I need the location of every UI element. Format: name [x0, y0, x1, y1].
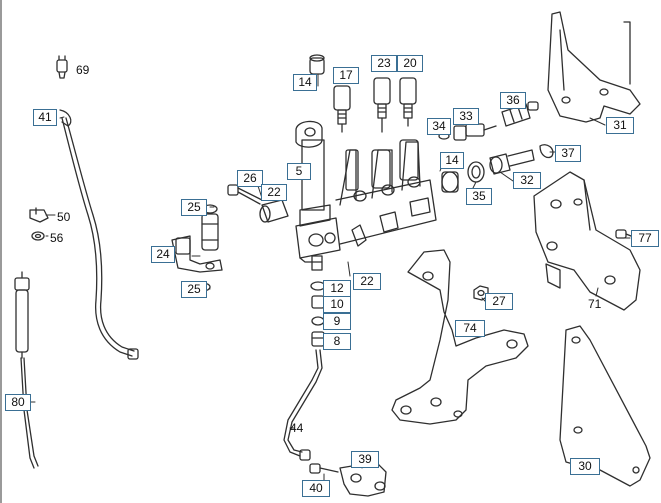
callout-14-top[interactable]: 14: [293, 74, 317, 91]
callout-5[interactable]: 5: [287, 163, 311, 180]
callout-22-upper[interactable]: 22: [261, 184, 287, 201]
callout-26[interactable]: 26: [237, 170, 263, 187]
callout-80[interactable]: 80: [5, 394, 31, 411]
part-40-screw: [309, 463, 339, 474]
part-50-clip: [29, 207, 49, 223]
part-44-line: [283, 349, 323, 461]
part-37-clip: [539, 144, 554, 159]
callout-10[interactable]: 10: [323, 296, 351, 313]
part-30-plate: [559, 325, 651, 487]
callout-20[interactable]: 20: [397, 55, 423, 72]
part-23-sensor: [373, 77, 391, 133]
part-35-washer: [467, 161, 485, 183]
part-33-fitting: [453, 123, 497, 141]
part-17-sensor: [333, 85, 351, 133]
callout-39[interactable]: 39: [351, 451, 379, 468]
part-71-bracket: [533, 171, 641, 311]
part-24-filter: [171, 213, 223, 273]
left-border: [0, 0, 2, 503]
part-26-bolt: [227, 184, 263, 205]
callout-71[interactable]: 71: [588, 297, 602, 311]
callout-25-upper[interactable]: 25: [181, 199, 207, 216]
callout-36[interactable]: 36: [500, 92, 526, 109]
callout-37[interactable]: 37: [555, 145, 581, 162]
callout-35[interactable]: 35: [466, 188, 492, 205]
part-5-valve-block: [295, 120, 437, 271]
callout-69[interactable]: 69: [76, 63, 90, 77]
callout-31[interactable]: 31: [606, 117, 634, 134]
part-41-pipe: [59, 109, 139, 360]
callout-22-lower[interactable]: 22: [353, 273, 381, 290]
callout-41[interactable]: 41: [33, 109, 57, 126]
callout-56[interactable]: 56: [50, 231, 64, 245]
part-56-grommet: [31, 231, 45, 241]
callout-9[interactable]: 9: [323, 313, 351, 330]
callout-32[interactable]: 32: [513, 172, 541, 189]
part-20-sensor: [399, 77, 417, 127]
callout-50[interactable]: 50: [57, 210, 71, 224]
callout-34[interactable]: 34: [427, 118, 451, 135]
callout-12[interactable]: 12: [323, 280, 351, 297]
part-31-bracket: [547, 11, 641, 123]
part-22-bushing: [259, 199, 289, 223]
callout-30[interactable]: 30: [570, 458, 600, 475]
callout-33[interactable]: 33: [453, 108, 479, 125]
part-74-bracket: [391, 249, 529, 425]
part-14-cap: [309, 54, 325, 75]
callout-77[interactable]: 77: [631, 230, 659, 247]
callout-27[interactable]: 27: [485, 293, 513, 310]
part-80-strut: [14, 271, 39, 469]
part-32-union: [489, 149, 535, 175]
callout-40[interactable]: 40: [302, 480, 330, 497]
callout-14-right[interactable]: 14: [440, 152, 464, 169]
callout-24[interactable]: 24: [151, 246, 175, 263]
callout-23[interactable]: 23: [371, 55, 397, 72]
callout-8[interactable]: 8: [323, 333, 351, 350]
callout-17[interactable]: 17: [333, 67, 359, 84]
part-69-plug: [56, 55, 68, 79]
callout-44[interactable]: 44: [290, 421, 304, 435]
part-14-fitting: [441, 171, 459, 193]
callout-74[interactable]: 74: [455, 320, 485, 337]
callout-25-lower[interactable]: 25: [181, 281, 207, 298]
